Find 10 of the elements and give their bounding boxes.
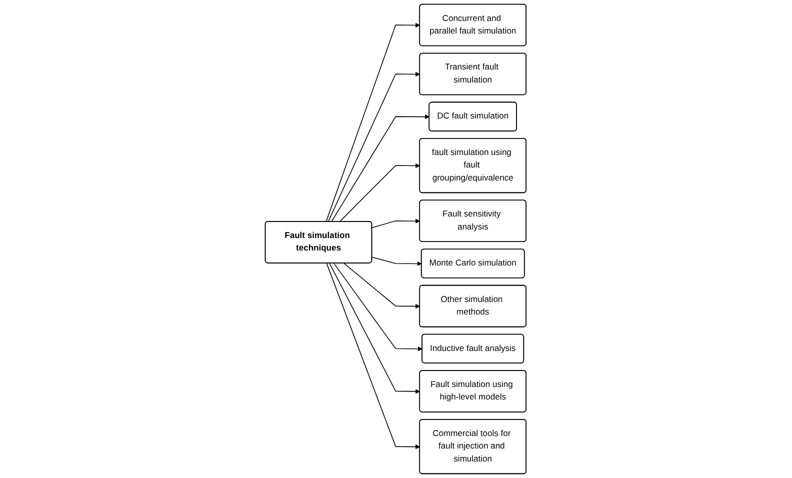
- arrow: [372, 256, 422, 266]
- arrow: [328, 72, 420, 222]
- arrow: [326, 262, 420, 450]
- arrow: [344, 262, 420, 309]
- arrow: [372, 218, 420, 228]
- arrow: [334, 262, 423, 352]
- arrow: [326, 22, 420, 222]
- arrow: [331, 114, 430, 222]
- arrow: [340, 163, 420, 222]
- arrow: [329, 262, 420, 394]
